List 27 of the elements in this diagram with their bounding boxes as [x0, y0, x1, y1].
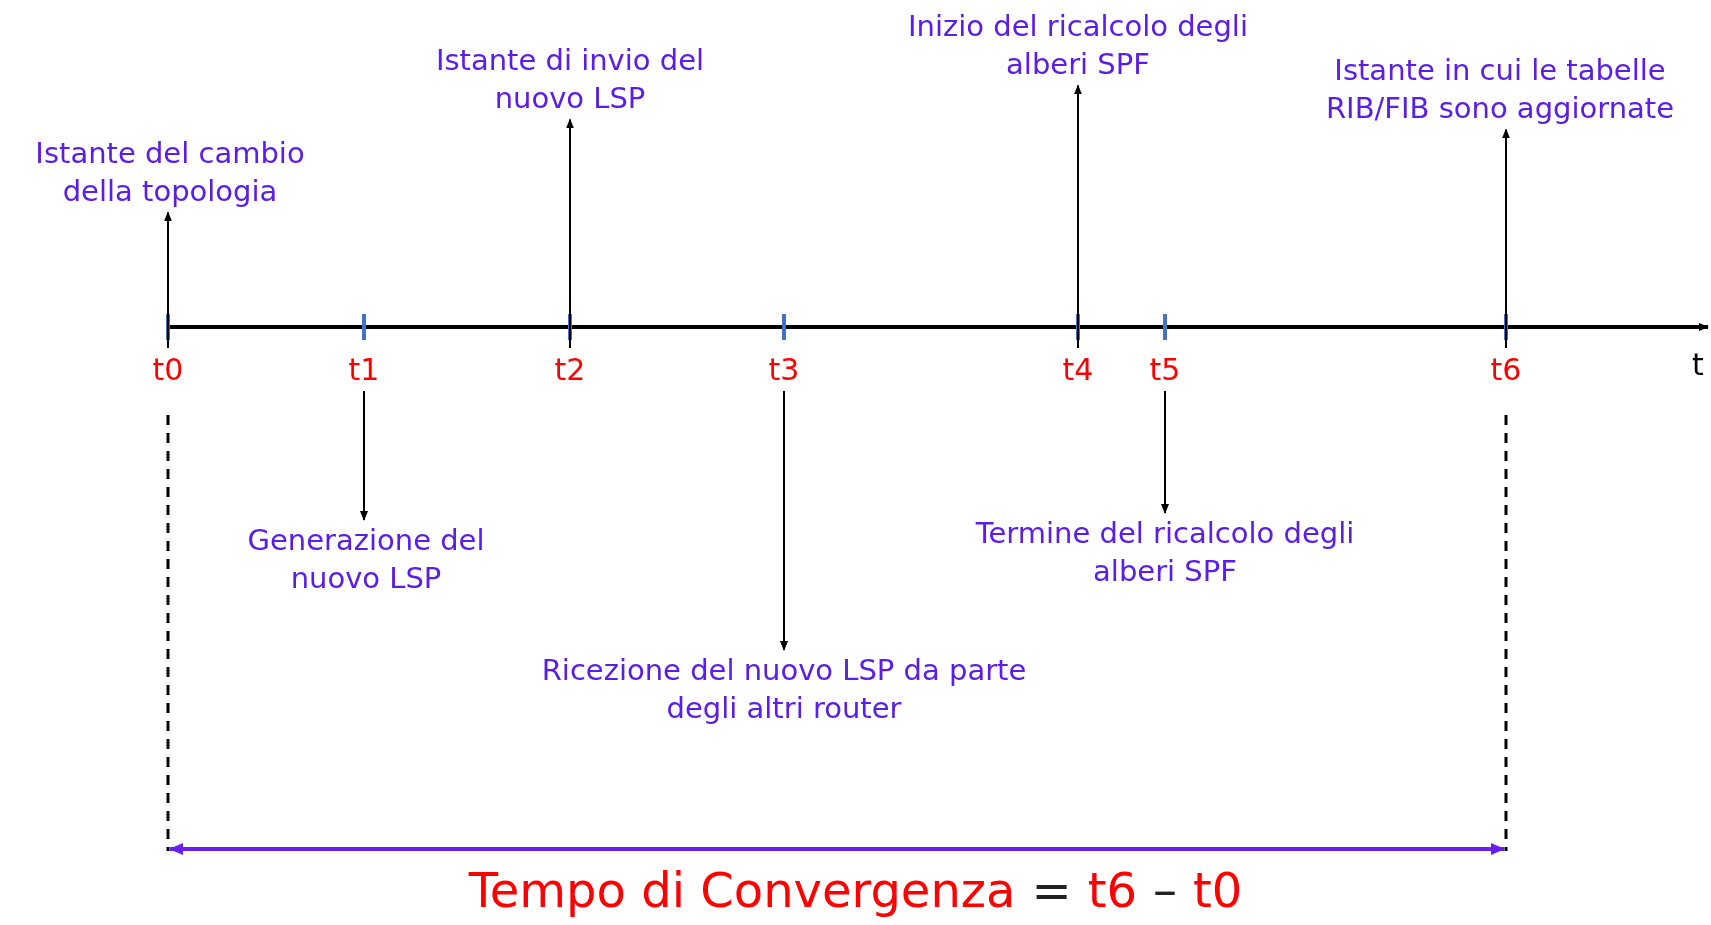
equals-sign: = [1031, 862, 1072, 918]
annotation-text: Inizio del ricalcolo degli alberi SPF [898, 8, 1258, 84]
annotation-text: Istante in cui le tabelle RIB/FIB sono aggiornate [1300, 52, 1700, 128]
minus-sign: – [1153, 862, 1177, 918]
tick-label: t6 [1481, 350, 1531, 389]
tick-label: t2 [545, 350, 595, 389]
annotation-text: Istante del cambio della topologia [5, 135, 335, 211]
tick-label: t3 [759, 350, 809, 389]
arrow [360, 390, 368, 521]
arrow [1502, 128, 1510, 349]
arrow [1074, 84, 1082, 349]
axis-label: t [1692, 347, 1704, 382]
arrow [1161, 390, 1169, 514]
arrow [164, 211, 172, 349]
tick-label: t4 [1053, 350, 1103, 389]
tick-label: t0 [143, 350, 193, 389]
arrow [566, 118, 574, 349]
formula-text: Tempo di Convergenza [468, 862, 1016, 918]
formula-term: t6 [1087, 862, 1137, 918]
tick-label: t5 [1140, 350, 1190, 389]
annotation-text: Generazione del nuovo LSP [206, 522, 526, 598]
formula-term: t0 [1193, 862, 1243, 918]
tick-label: t1 [339, 350, 389, 389]
annotation-text: Istante di invio del nuovo LSP [390, 42, 750, 118]
annotation-text: Termine del ricalcolo degli alberi SPF [975, 515, 1355, 591]
annotation-text: Ricezione del nuovo LSP da parte degli altri router [534, 652, 1034, 728]
arrow [780, 390, 788, 651]
